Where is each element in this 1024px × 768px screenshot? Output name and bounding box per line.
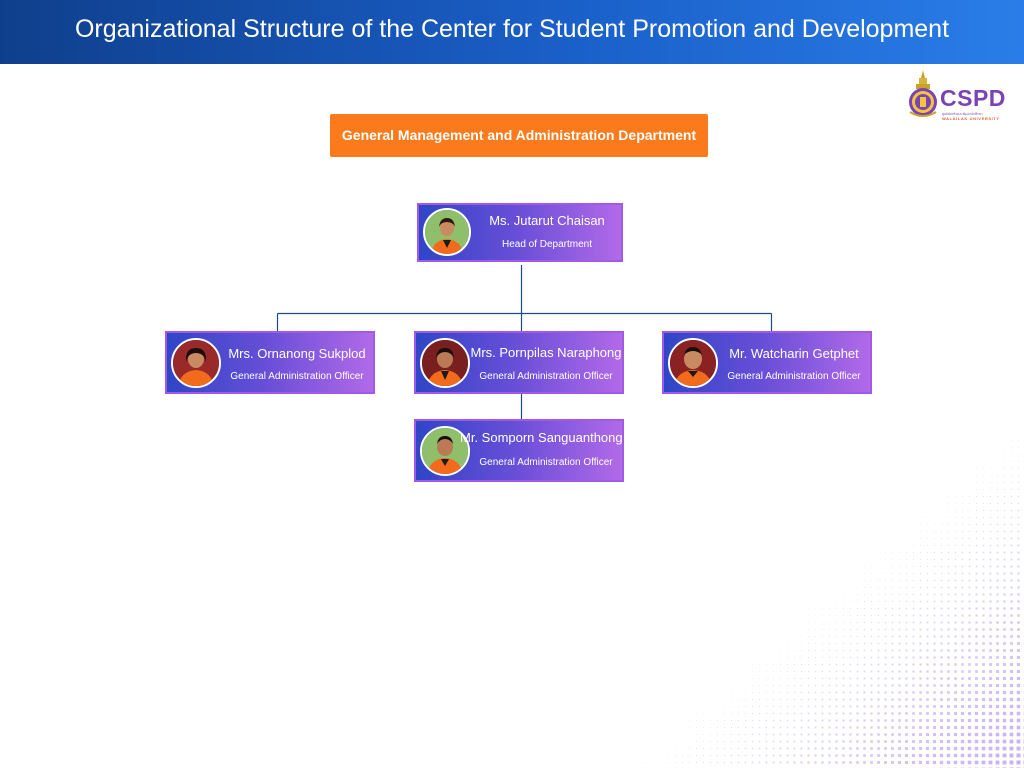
avatar xyxy=(420,338,470,388)
head-card: Ms. Jutarut Chaisan Head of Department xyxy=(417,203,623,262)
cspd-logo: CSPD ศูนย์ส่งเสริมและพัฒนานักศึกษา WALAI… xyxy=(906,68,1016,124)
person-icon xyxy=(422,428,468,474)
staff-card-somporn: Mr. Somporn Sanguanthong General Adminis… xyxy=(414,419,624,482)
person-icon xyxy=(422,340,468,386)
university-emblem-icon xyxy=(909,70,937,117)
staff-card-watcharin: Mr. Watcharin Getphet General Administra… xyxy=(662,331,872,394)
staff-name: Mrs. Ornanong Sukplod xyxy=(228,346,366,361)
staff-role: General Administration Officer xyxy=(230,371,364,382)
staff-role: General Administration Officer xyxy=(479,371,613,382)
staff-name: Mr. Watcharin Getphet xyxy=(729,346,859,361)
logo-subtitle: ศูนย์ส่งเสริมและพัฒนานักศึกษา xyxy=(942,112,983,116)
staff-name: Mr. Somporn Sanguanthong xyxy=(460,430,623,445)
person-icon xyxy=(670,340,716,386)
logo-text: CSPD xyxy=(940,85,1006,111)
staff-role: General Administration Officer xyxy=(479,457,613,468)
staff-name: Mrs. Pornpilas Naraphong xyxy=(470,345,622,360)
staff-role: General Administration Officer xyxy=(727,371,861,382)
avatar xyxy=(668,338,718,388)
department-title-box: General Management and Administration De… xyxy=(330,114,708,157)
avatar xyxy=(423,208,471,256)
header-bar: Organizational Structure of the Center f… xyxy=(0,0,1024,64)
person-icon xyxy=(173,340,219,386)
avatar xyxy=(420,426,470,476)
person-icon xyxy=(425,210,469,254)
staff-card-pornpilas: Mrs. Pornpilas Naraphong General Adminis… xyxy=(414,331,624,394)
head-name: Ms. Jutarut Chaisan xyxy=(489,213,605,228)
head-role: Head of Department xyxy=(501,239,593,250)
avatar xyxy=(171,338,221,388)
staff-card-ornanong: Mrs. Ornanong Sukplod General Administra… xyxy=(165,331,375,394)
logo-university: WALAILAK UNIVERSITY xyxy=(942,116,1000,121)
page-title: Organizational Structure of the Center f… xyxy=(74,15,950,43)
